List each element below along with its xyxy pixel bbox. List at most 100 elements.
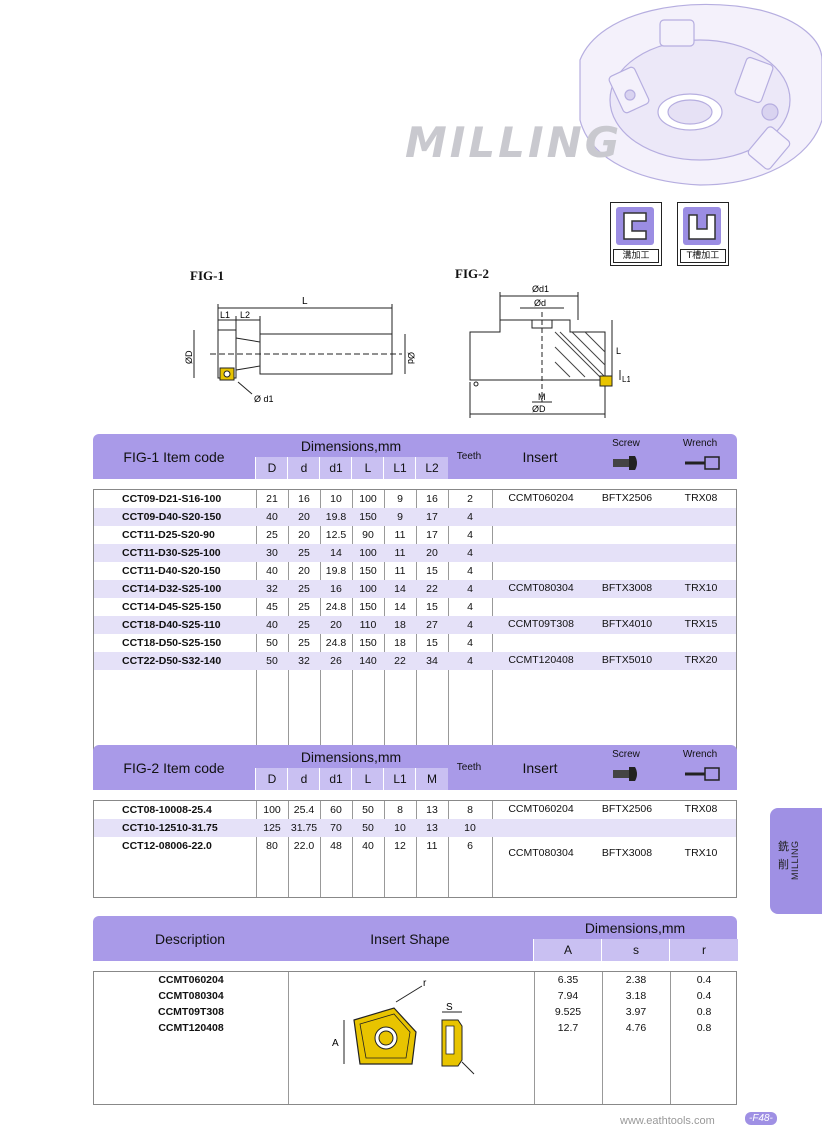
- dimension-cell: 31.75: [290, 822, 318, 834]
- header-insert-shape: Insert Shape: [370, 930, 450, 947]
- dimension-cell: 50: [266, 637, 278, 649]
- item-code: CCT10-12510-31.75: [122, 822, 218, 834]
- dimension-cell: 6.35: [557, 974, 579, 986]
- dimension-cell: 22: [426, 583, 438, 595]
- dimension-cell: 27: [426, 619, 438, 631]
- screw-group-3: BFTX4010: [601, 618, 653, 630]
- header-d: d: [287, 768, 320, 790]
- item-code: CCT09-D21-S16-100: [122, 493, 222, 505]
- header-M: M: [415, 768, 448, 790]
- fig2-dim-M: M: [538, 392, 546, 402]
- header-screw: Screw: [612, 748, 640, 760]
- dimension-cell: 9: [397, 493, 403, 505]
- fig1-label: FIG-1: [190, 268, 224, 283]
- teeth-cell: 4: [467, 511, 473, 523]
- dimension-cell: 19.8: [325, 511, 347, 523]
- dimension-cell: 0.4: [696, 990, 712, 1002]
- header-A: A: [533, 939, 602, 961]
- item-code: CCT18-D40-S25-110: [122, 619, 221, 631]
- dimension-cell: 8: [397, 804, 403, 816]
- dimension-cell: 150: [359, 565, 377, 577]
- dimension-cell: 2.38: [625, 974, 647, 986]
- dimension-cell: 25: [298, 583, 310, 595]
- item-code: CCT08-10008-25.4: [122, 804, 212, 816]
- wrench-group-2: TRX10: [684, 582, 718, 594]
- page-title: MILLING: [405, 118, 623, 167]
- dimension-cell: 25: [266, 529, 278, 541]
- section-tab-milling[interactable]: 銑削 MILLING: [770, 808, 822, 914]
- fig2-dim-d: Ød: [534, 298, 546, 308]
- screw-group-4: BFTX5010: [601, 654, 653, 666]
- insert-group-1: CCMT060204: [508, 803, 574, 815]
- footer-url[interactable]: www.eathtools.com: [620, 1115, 715, 1127]
- wrench-icon: [685, 456, 720, 470]
- dimension-cell: 40: [266, 565, 278, 577]
- item-code: CCT11-D25-S20-90: [122, 529, 215, 541]
- dimension-cell: 50: [362, 804, 374, 816]
- dimension-cell: 18: [394, 619, 406, 631]
- insert-group-1: CCMT060204: [508, 492, 574, 504]
- dimension-cell: 9: [397, 511, 403, 523]
- teeth-cell: 4: [467, 583, 473, 595]
- wrench-group-1: TRX08: [684, 492, 718, 504]
- header-d1: d1: [319, 768, 352, 790]
- header-dimensions: Dimensions,mm: [584, 919, 686, 936]
- dimension-cell: 48: [330, 840, 342, 852]
- dimension-cell: 9.525: [554, 1006, 582, 1018]
- header-L2: L2: [415, 457, 448, 479]
- fig2-dim-L: L: [616, 346, 621, 356]
- fig1-table-header: FIG-1 Item code Dimensions,mm D d d1 L L…: [93, 434, 737, 479]
- teeth-cell: 4: [467, 565, 473, 577]
- t-slot-milling-label: T槽加工: [680, 249, 726, 263]
- header-dimensions: Dimensions,mm: [300, 437, 402, 454]
- header-L1: L1: [383, 768, 416, 790]
- teeth-cell: 4: [467, 655, 473, 667]
- dimension-cell: 25.4: [293, 804, 315, 816]
- dimension-cell: 150: [359, 601, 377, 613]
- dimension-cell: 3.18: [625, 990, 647, 1002]
- fig2-label: FIG-2: [455, 266, 489, 281]
- screw-group-1: BFTX2506: [601, 492, 653, 504]
- fig2-dim-d1: Ød1: [532, 284, 549, 294]
- dimension-cell: 0.8: [696, 1006, 712, 1018]
- dimension-cell: 16: [426, 493, 438, 505]
- insert-group-2: CCMT080304: [508, 847, 574, 859]
- dimension-cell: 150: [359, 637, 377, 649]
- header-L: L: [351, 768, 384, 790]
- teeth-cell: 2: [467, 493, 473, 505]
- dimension-cell: 14: [394, 583, 406, 595]
- header-D: D: [255, 768, 288, 790]
- dimension-cell: 70: [330, 822, 342, 834]
- teeth-cell: 4: [467, 637, 473, 649]
- dimension-cell: 25: [298, 637, 310, 649]
- item-code: CCT11-D40-S20-150: [122, 565, 221, 577]
- dimension-cell: 19.8: [325, 565, 347, 577]
- dimension-cell: 30: [266, 547, 278, 559]
- face-mill-cutter-illustration: [579, 3, 822, 186]
- dimension-cell: 20: [298, 511, 310, 523]
- dimension-cell: 100: [359, 547, 377, 559]
- dimension-cell: 16: [330, 583, 342, 595]
- wrench-group-4: TRX20: [684, 654, 718, 666]
- dimension-cell: 110: [359, 619, 377, 631]
- dimension-cell: 22: [394, 655, 406, 667]
- dimension-cell: 13: [426, 822, 438, 834]
- insert-table: Description Insert Shape Dimensions,mm A…: [93, 916, 738, 1105]
- dimension-cell: 4.76: [625, 1022, 647, 1034]
- dimension-cell: 20: [298, 565, 310, 577]
- wrench-icon: [685, 767, 720, 781]
- dimension-cell: 90: [362, 529, 374, 541]
- dimension-cell: 17: [426, 511, 438, 523]
- dimension-cell: 50: [362, 822, 374, 834]
